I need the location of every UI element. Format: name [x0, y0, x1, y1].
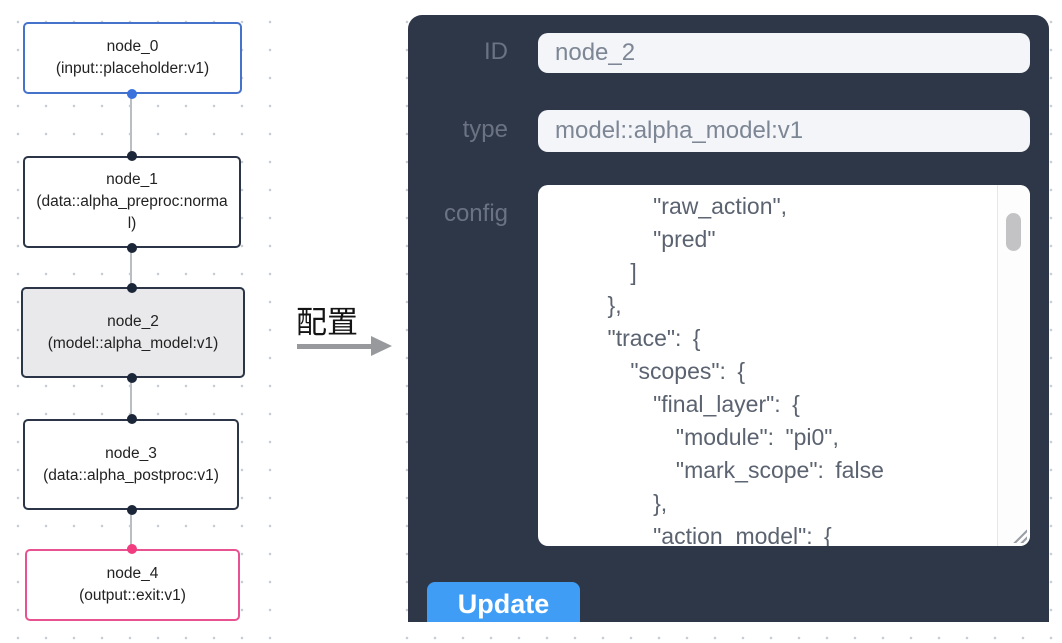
node-type-label: (data::alpha_preproc:normal) — [36, 193, 228, 232]
config-textarea[interactable]: "raw_action", "pred" ] }, "trace": { "sc… — [538, 185, 1030, 546]
edge-node0-node1 — [130, 94, 132, 156]
config-panel-area: ID node_2 type model::alpha_model:v1 con… — [389, 0, 1062, 643]
node-title: node_4 — [106, 565, 159, 582]
right-arrow-shaft — [297, 344, 373, 349]
config-scrollbar-thumb[interactable] — [1006, 213, 1021, 251]
node-title: node_3 — [105, 444, 157, 462]
handle-node0-source[interactable] — [127, 89, 137, 99]
edge-node2-node3 — [130, 378, 132, 419]
handle-node4-target[interactable] — [127, 544, 137, 554]
node-title: node_0 — [106, 38, 159, 55]
configure-annotation-label: 配置 — [296, 305, 358, 340]
handle-node1-target[interactable] — [127, 151, 137, 161]
node-config-panel: ID node_2 type model::alpha_model:v1 con… — [408, 15, 1049, 622]
handle-node1-source[interactable] — [127, 243, 137, 253]
node-title: node_1 — [106, 171, 158, 188]
flow-node-node3[interactable]: node_3 (data::alpha_postproc:v1) — [23, 419, 239, 510]
flow-node-node2-selected[interactable]: node_2 (model::alpha_model:v1) — [21, 287, 245, 378]
node-type-label: (input::placeholder:v1) — [55, 60, 210, 77]
node-title: node_2 — [107, 312, 159, 330]
type-field-label: type — [462, 116, 508, 143]
node-type-label: (data::alpha_postproc:v1) — [43, 466, 219, 484]
id-field-label: ID — [484, 38, 508, 65]
flow-node-node0[interactable]: node_0 (input::placeholder:v1) — [23, 22, 242, 94]
handle-node2-target[interactable] — [127, 283, 137, 293]
update-button-label: Update — [457, 589, 550, 619]
right-arrow-icon — [371, 336, 392, 356]
handle-node3-source[interactable] — [127, 505, 137, 515]
flow-node-node1[interactable]: node_1 (data::alpha_preproc:normal) — [23, 156, 241, 248]
config-json-text[interactable]: "raw_action", "pred" ] }, "trace": { "sc… — [607, 193, 884, 546]
node-type-label: (output::exit:v1) — [79, 587, 186, 604]
edge-node3-node4 — [130, 510, 132, 549]
handle-node3-target[interactable] — [127, 414, 137, 424]
type-input[interactable]: model::alpha_model:v1 — [538, 110, 1030, 152]
node-type-label: (model::alpha_model:v1) — [47, 334, 219, 352]
update-button[interactable]: Update — [427, 582, 580, 622]
flow-node-node4[interactable]: node_4 (output::exit:v1) — [25, 549, 240, 621]
flow-canvas[interactable]: node_0 (input::placeholder:v1) node_1 (d… — [0, 0, 281, 643]
id-input[interactable]: node_2 — [538, 33, 1030, 73]
config-field-label: config — [443, 200, 508, 227]
edge-node1-node2 — [130, 248, 132, 288]
handle-node2-source[interactable] — [127, 373, 137, 383]
